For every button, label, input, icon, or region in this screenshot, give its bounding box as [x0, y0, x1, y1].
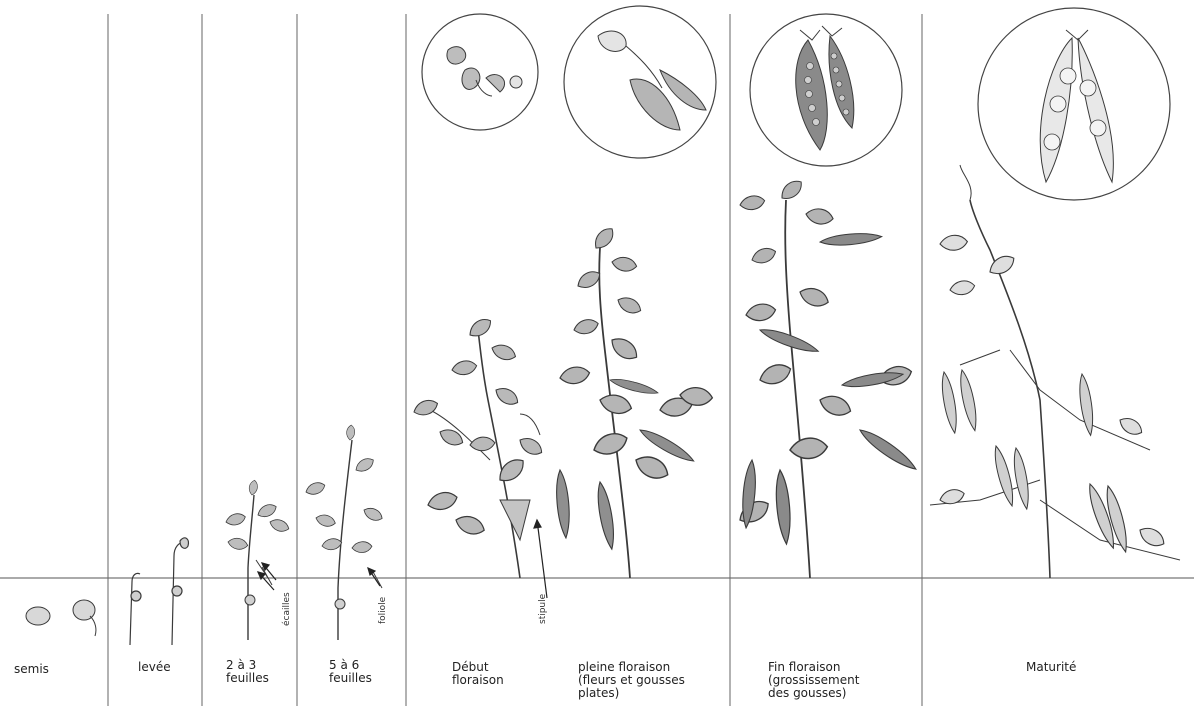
detail-flower-circle: [422, 14, 538, 130]
early-flowering-plant: [412, 315, 545, 578]
annotation-ecailles: écailles: [282, 592, 292, 626]
stage-label-six-leaves: 5 à 6 feuilles: [329, 659, 372, 685]
six-leaf-plant: [304, 425, 384, 640]
detail-swelling-pods-circle: [750, 14, 902, 166]
levee-seedlings: [130, 538, 188, 645]
semis-seeds: [26, 600, 96, 636]
three-leaf-plant: [225, 480, 291, 640]
stage-label-early-flowering: Début floraison: [452, 661, 504, 687]
stage-label-late-flowering: Fin floraison (grossissement des gousses…: [768, 661, 859, 700]
mature-plant: [930, 165, 1180, 578]
stage-label-maturity: Maturité: [1026, 661, 1076, 674]
stage-label-three-leaves: 2 à 3 feuilles: [226, 659, 269, 685]
annotation-stipule: stipule: [538, 594, 548, 624]
stage-label-levee: levée: [138, 661, 171, 674]
full-flowering-plant: [554, 225, 713, 578]
stage-label-semis: semis: [14, 663, 49, 676]
stage-label-full-flowering: pleine floraison (fleurs et gousses plat…: [578, 661, 685, 700]
late-flowering-plant: [736, 177, 920, 578]
detail-flat-pod-circle: [564, 6, 716, 158]
detail-mature-pod-circle: [978, 8, 1170, 200]
annotation-foliole: foliole: [378, 597, 388, 624]
annotation-arrows: [258, 520, 547, 598]
